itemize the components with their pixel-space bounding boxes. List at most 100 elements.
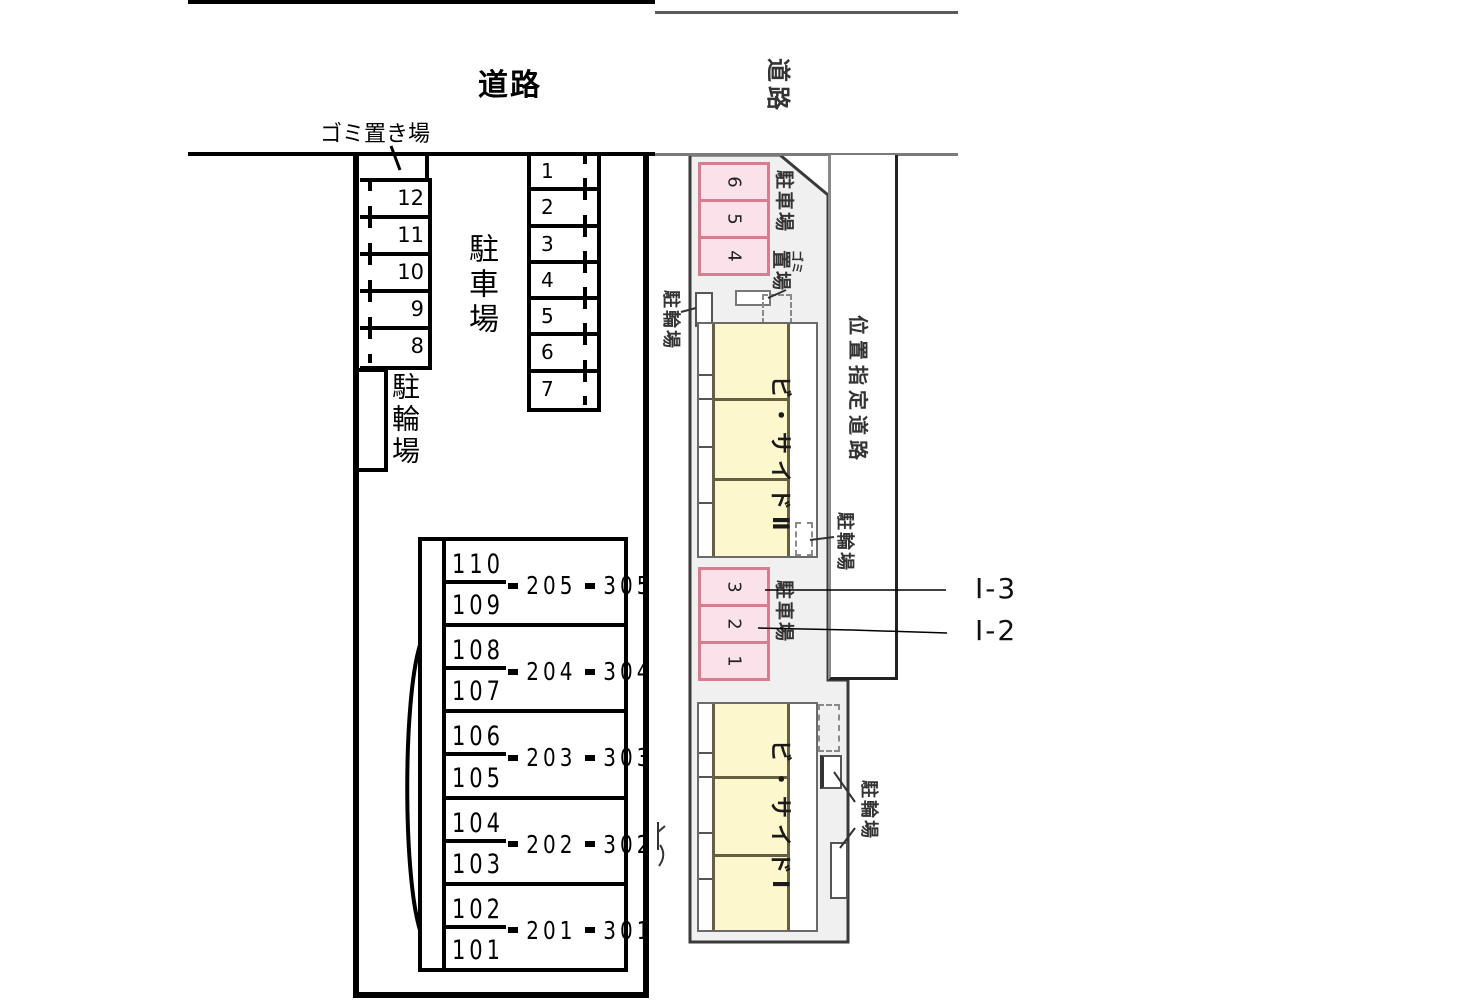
- building-be-side-2: ビ・サイドⅡ: [697, 322, 818, 558]
- unit-divider: [712, 854, 790, 857]
- parking-slot: 4: [531, 263, 597, 301]
- unit-divider: [712, 398, 790, 401]
- unit-number: 201: [526, 915, 577, 945]
- slot-number: 3: [723, 581, 745, 593]
- upper-floor-units: 204 304: [506, 657, 659, 686]
- divider-bar: [508, 668, 518, 675]
- slot-number: 8: [410, 334, 424, 358]
- balcony: [699, 878, 712, 930]
- bike-box-east-2: [795, 522, 813, 556]
- building-name: ビ・サイドⅠ: [767, 740, 792, 895]
- unit-number: 203: [526, 743, 577, 773]
- slot-number: 9: [410, 297, 424, 321]
- garbage-label-east: ゴミ 置場: [770, 250, 806, 293]
- building-be-side-1: ビ・サイドⅠ: [697, 702, 818, 932]
- building-body: [712, 324, 790, 556]
- bike-box-east-1-dashed: [818, 704, 840, 752]
- bike-west-leader: [680, 307, 697, 313]
- parking-slot: 9: [360, 293, 428, 330]
- unit-number: 103: [452, 848, 504, 880]
- building-body: [712, 704, 790, 930]
- garbage-label-main: 置場: [770, 250, 792, 293]
- upper-floor-units: 202 302: [506, 830, 659, 859]
- parking-north-block: 6 5 4: [698, 162, 770, 276]
- divider-bar: [584, 754, 595, 761]
- slot-marker: [368, 293, 372, 326]
- east-road-edge-bottom: [655, 153, 958, 156]
- parking-slot: 3: [701, 570, 767, 607]
- upper-floor-units: 203 303: [506, 743, 659, 772]
- unit-number: 204: [526, 657, 577, 687]
- garbage-area-label: ゴミ置き場: [320, 122, 431, 147]
- divider-bar: [584, 582, 595, 589]
- slot-number: 1: [723, 655, 745, 667]
- divider-bar: [584, 668, 595, 675]
- slot-marker: [368, 219, 372, 252]
- east-road-edge-top: [655, 11, 958, 14]
- designated-road-label: 位置指定道路: [846, 315, 870, 465]
- parking-slot: 10: [360, 256, 428, 293]
- slot-number: 12: [397, 186, 424, 210]
- divider-bar: [508, 754, 518, 761]
- slot-number: 3: [541, 231, 554, 256]
- unit-number: 303: [602, 743, 654, 773]
- unit-number: 101: [452, 935, 504, 967]
- road-boundary-line: [188, 152, 655, 156]
- bike-parking-label-west-site: 駐輪場: [660, 290, 681, 350]
- divider-bar: [584, 927, 595, 934]
- unit-divider: [712, 478, 790, 481]
- slot-marker: [583, 155, 587, 188]
- slot-number: 10: [397, 260, 424, 284]
- bike-parking-label-west: 駐輪場: [388, 372, 421, 468]
- unit-number: 205: [526, 571, 577, 600]
- unit-number: 302: [602, 829, 654, 859]
- bike-parking-box-west: [359, 368, 388, 472]
- slot-marker: [583, 227, 587, 260]
- parking-lot-label: 駐車場: [463, 233, 498, 338]
- slot-number: 4: [541, 267, 554, 292]
- unit-number: 301: [602, 915, 654, 945]
- lot-south-wall: [353, 992, 649, 998]
- lot-east-wall: [643, 152, 649, 998]
- parking-slot: 3: [531, 227, 597, 264]
- top-road-edge: [188, 0, 655, 4]
- garbage-box-dashed: [762, 294, 792, 324]
- slot-marker: [583, 191, 587, 224]
- divider-bar: [508, 927, 518, 934]
- parking-slot: 5: [531, 300, 597, 337]
- slot-marker: [368, 330, 372, 363]
- unit-number: 102: [452, 893, 504, 925]
- building-corridor: [422, 541, 446, 968]
- parking-north-label: 駐車場: [773, 170, 795, 234]
- parking-slot: 5: [701, 202, 767, 239]
- upper-floor-units: 201 301: [506, 916, 659, 945]
- parking-slot: 2: [531, 191, 597, 228]
- unit-number: 108: [452, 635, 504, 667]
- unit-number: 110: [452, 549, 504, 580]
- parking-south-label: 駐車場: [773, 580, 795, 644]
- bike-box-east-1-long: [830, 842, 848, 899]
- divider-bar: [584, 841, 595, 848]
- slot-number: 6: [723, 176, 745, 188]
- unit-number: 202: [526, 829, 577, 859]
- balcony: [699, 704, 712, 754]
- bike-box-east-1: [820, 755, 842, 789]
- slot-marker: [368, 182, 372, 215]
- slot-number: 2: [723, 618, 745, 630]
- unit-number: 106: [452, 721, 504, 753]
- unit-number: 304: [602, 657, 654, 687]
- unit-divider: [712, 776, 790, 779]
- unit-number: 305: [602, 571, 654, 600]
- parking-slot: 1: [531, 155, 597, 192]
- balcony: [699, 324, 712, 376]
- parking-slot: 2: [701, 607, 767, 644]
- parking-slot: 7: [531, 372, 597, 406]
- east-road-label: 道路: [764, 58, 792, 114]
- parking-south-block: 3 2 1: [698, 567, 770, 681]
- slot-number: 5: [723, 213, 745, 225]
- parking-slot: 1: [701, 644, 767, 678]
